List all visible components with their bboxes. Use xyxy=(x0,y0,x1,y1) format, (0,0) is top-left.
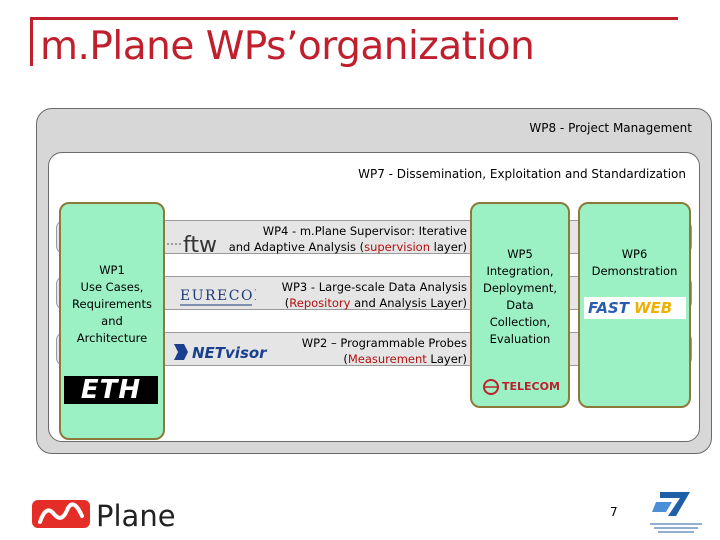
ftw-logo: ftw xyxy=(167,233,217,258)
wp5-column xyxy=(470,202,570,408)
wp1-label: WP1 Use Cases, Requirements and Architec… xyxy=(59,262,165,347)
wp6-line: Demonstration xyxy=(591,264,678,278)
svg-text:EURECOM: EURECOM xyxy=(180,288,256,304)
wp7-label: WP7 - Dissemination, Exploitation and St… xyxy=(358,167,686,181)
wp5-line: Evaluation xyxy=(489,332,551,346)
wp4-label: WP4 - m.Plane Supervisor: Iterative and … xyxy=(229,223,467,255)
wp3-line2: (Repository and Analysis Layer) xyxy=(284,296,467,310)
wp1-line: Use Cases, xyxy=(80,280,144,294)
repository-highlight: Repository xyxy=(289,296,351,310)
wp5-line: Data xyxy=(506,298,534,312)
fp7-logo xyxy=(650,492,702,533)
svg-text:NETvisor: NETvisor xyxy=(192,344,268,362)
fastweb-logo: FAST WEB xyxy=(584,297,686,319)
measurement-highlight: Measurement xyxy=(347,352,427,366)
wp2-label: WP2 – Programmable Probes (Measurement L… xyxy=(302,335,467,367)
wp3-line1: WP3 - Large-scale Data Analysis xyxy=(281,280,467,294)
mplane-logo: Plane xyxy=(32,499,176,532)
wp5-line: Deployment, xyxy=(483,281,557,295)
svg-text:Plane: Plane xyxy=(96,499,176,532)
wp1-line: WP1 xyxy=(99,263,125,277)
netvisor-logo: NETvisor xyxy=(174,344,268,362)
wp1-line: Architecture xyxy=(76,331,148,345)
wp2-line2: (Measurement Layer) xyxy=(343,352,467,366)
eurecom-logo: EURECOM xyxy=(180,288,256,306)
wp5-line: Collection, xyxy=(489,315,551,329)
wp5-line: Integration, xyxy=(486,264,554,278)
wp4-line1: WP4 - m.Plane Supervisor: Iterative xyxy=(262,224,467,238)
wp1-line: Requirements xyxy=(72,297,152,311)
wp1-line: and xyxy=(101,314,123,328)
wp6-label: WP6 Demonstration xyxy=(578,246,691,280)
svg-text:TELECOM: TELECOM xyxy=(502,380,560,393)
supervision-highlight: supervision xyxy=(364,240,430,254)
wp5-line: WP5 xyxy=(507,247,533,261)
svg-text:FAST: FAST xyxy=(588,299,631,317)
page-number: 7 xyxy=(610,505,618,519)
page-title: m.Plane WPs’organization xyxy=(40,24,535,69)
svg-text:ftw: ftw xyxy=(183,233,217,258)
wp4-line2: and Adaptive Analysis (supervision layer… xyxy=(228,240,467,254)
svg-text:WEB: WEB xyxy=(634,299,672,317)
wp5-label: WP5 Integration, Deployment, Data Collec… xyxy=(470,246,570,348)
wp3-label: WP3 - Large-scale Data Analysis (Reposit… xyxy=(282,279,467,311)
wp2-line1: WP2 – Programmable Probes xyxy=(301,336,467,350)
title-frame-line xyxy=(30,17,33,66)
telecom-logo: TELECOM xyxy=(483,379,560,395)
title-frame-line xyxy=(30,17,678,20)
eth-logo: ETH xyxy=(64,376,158,404)
wp6-line: WP6 xyxy=(621,247,648,261)
wp8-label: WP8 - Project Management xyxy=(529,121,692,135)
